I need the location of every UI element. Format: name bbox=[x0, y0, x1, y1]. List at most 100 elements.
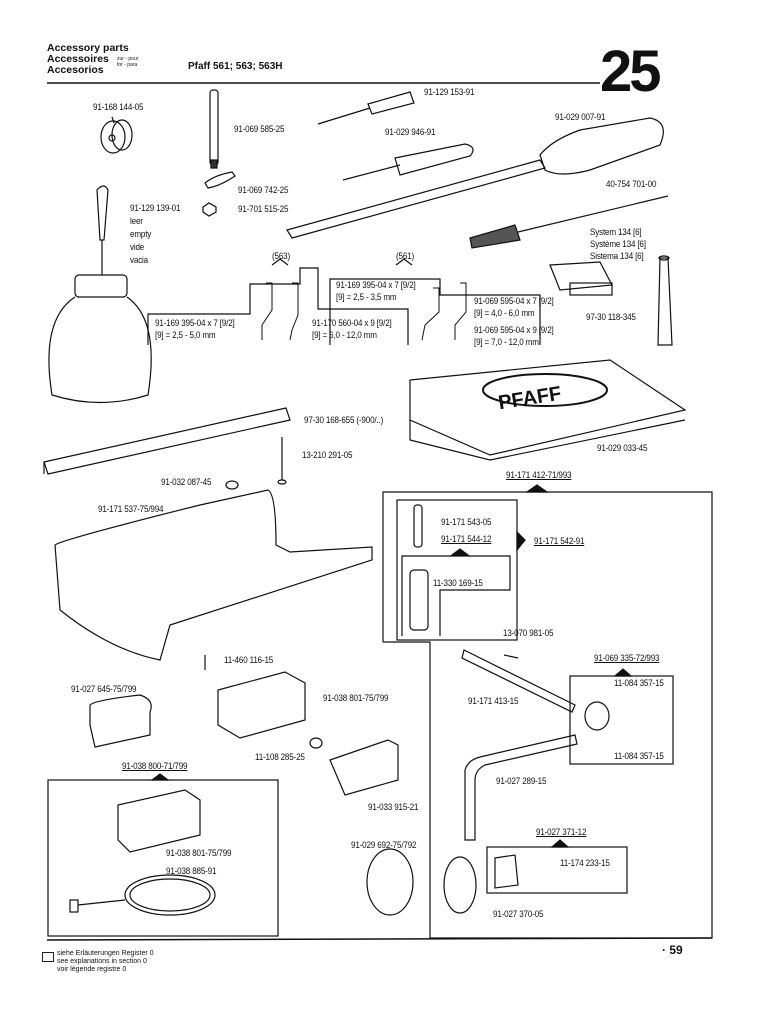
part-number: 11-460 116-15 bbox=[224, 655, 274, 666]
part-number: 91-033 915-21 bbox=[368, 802, 419, 813]
group-563-pointer bbox=[271, 258, 289, 266]
part-number: 91-171 543-05 bbox=[441, 517, 492, 528]
for-label: zur - pour for - para bbox=[117, 56, 138, 68]
part-number: 91-038 885-91 bbox=[166, 866, 217, 877]
part-number: 91-027 370-05 bbox=[493, 909, 544, 920]
part-number: 91-029 692-75/792 bbox=[351, 840, 417, 851]
brand-logo: PFAFF bbox=[497, 383, 563, 415]
part-number: 91-029 946-91 bbox=[385, 127, 436, 138]
bent-bar-drawing bbox=[464, 734, 578, 841]
part-number: 91-029 033-45 bbox=[597, 443, 648, 454]
nut-drawing bbox=[202, 202, 217, 217]
inner-sub-pointer bbox=[450, 548, 470, 556]
part-range: [9] = 4,0 - 6,0 mm bbox=[474, 308, 535, 319]
legend-line: siehe Erläuterungen Register 0 bbox=[57, 950, 154, 957]
pin-2-drawing bbox=[503, 654, 519, 659]
part-number: 91-168 144-05 bbox=[93, 102, 144, 113]
lever-drawing bbox=[204, 171, 236, 189]
brush-drawing bbox=[469, 195, 669, 249]
hemmer-feet-drawing bbox=[261, 282, 467, 341]
part-number: 91-029 007-91 bbox=[555, 112, 606, 123]
part-number: 91-169 395-04 x 7 [9/2] bbox=[336, 280, 416, 291]
needle-system: System 134 [6] bbox=[590, 227, 642, 238]
pin-drawing bbox=[277, 437, 287, 485]
strip-drawing bbox=[43, 407, 291, 475]
block-drawing bbox=[584, 701, 610, 731]
presser-part-drawing bbox=[409, 569, 429, 631]
holder-set-box bbox=[47, 779, 279, 937]
part-note: empty bbox=[130, 229, 152, 240]
part-number: 11-108 285-25 bbox=[255, 752, 305, 763]
spring-drawing bbox=[413, 504, 423, 548]
part-number: 91-069 742-25 bbox=[238, 185, 289, 196]
group-561-pointer bbox=[395, 258, 413, 266]
part-number: 91-032 087-45 bbox=[161, 477, 212, 488]
part-number: 97-30 168-655 (-900/..) bbox=[304, 415, 384, 426]
spindle-drawing bbox=[657, 255, 673, 346]
title-en: Accessory parts bbox=[47, 42, 129, 54]
part-number: 91-069 595-04 x 7 [9/2] bbox=[474, 296, 554, 307]
medium-screwdriver-drawing bbox=[342, 143, 474, 181]
page-number: · 59 bbox=[662, 943, 683, 957]
manual-book-drawing bbox=[409, 359, 687, 461]
part-range: [9] = 2,5 - 3,5 mm bbox=[336, 292, 397, 303]
title-fr: Accessoires bbox=[47, 53, 109, 65]
large-screwdriver-drawing bbox=[286, 117, 664, 239]
part-number: 91-027 645-75/799 bbox=[71, 684, 137, 695]
cover-drawing bbox=[89, 694, 152, 748]
group-label: (563) bbox=[272, 251, 291, 262]
hemmer-561-group-outline bbox=[329, 278, 541, 345]
block-set-pointer bbox=[613, 668, 633, 677]
section-number: 25 bbox=[600, 39, 661, 104]
part-number: 11-084 357-15 bbox=[614, 751, 664, 762]
part-number: 91-069 595-04 x 9 [9/2] bbox=[474, 325, 554, 336]
part-number: 91-170 560-04 x 9 [9/2] bbox=[312, 318, 392, 329]
part-number: 11-330 169-15 bbox=[433, 578, 483, 589]
bracket-drawing bbox=[494, 854, 519, 889]
needle-system: Système 134 [6] bbox=[590, 239, 646, 250]
hinge-drawing bbox=[329, 739, 399, 796]
part-note: vide bbox=[130, 242, 145, 253]
needle-system: Sistema 134 [6] bbox=[590, 251, 644, 262]
tray-drawing bbox=[54, 489, 373, 661]
holder-set-part-drawing bbox=[117, 789, 201, 853]
assembly-number: 91-171 412-71/993 bbox=[506, 470, 572, 481]
part-number: 40-754 701-00 bbox=[606, 179, 657, 190]
part-number: 97-30 118-345 bbox=[586, 312, 636, 323]
part-number: 13-070 981-05 bbox=[503, 628, 554, 639]
footer-legend: siehe Erläuterungen Register 0 see expla… bbox=[57, 950, 154, 974]
holder-set-pointer bbox=[150, 773, 170, 781]
small-screwdriver-drawing bbox=[317, 91, 415, 125]
part-number: 91-171 413-15 bbox=[468, 696, 519, 707]
assembly-number: 91-171 544-12 bbox=[441, 534, 492, 545]
inner-pointer bbox=[516, 530, 526, 552]
part-number: 91-129 153-91 bbox=[424, 87, 475, 98]
part-number: 91-169 395-04 x 7 [9/2] bbox=[155, 318, 235, 329]
assembly-number: 91-069 335-72/993 bbox=[594, 653, 660, 664]
footer-rule bbox=[46, 937, 713, 941]
assembly-number: 91-027 371-12 bbox=[536, 827, 587, 838]
part-note: leer bbox=[130, 216, 143, 227]
screw-2-drawing bbox=[309, 737, 323, 749]
part-number: 91-129 139-01 bbox=[130, 203, 181, 214]
assembly-number: 91-171 542-91 bbox=[534, 536, 585, 547]
legend-line: see explanations in section 0 bbox=[57, 958, 147, 965]
needle-pack-drawing bbox=[549, 261, 613, 296]
for-label-1: zur - pour bbox=[117, 56, 139, 62]
model-name: Pfaff 561; 563; 563H bbox=[188, 61, 283, 72]
foot-assembly-pointer bbox=[525, 484, 549, 493]
hemmer-563-group-outline bbox=[147, 267, 409, 345]
cable-drawing bbox=[69, 874, 216, 916]
assembly-number: 91-038 800-71/799 bbox=[122, 761, 188, 772]
part-number: 13-210 291-05 bbox=[302, 450, 353, 461]
bar-drawing bbox=[461, 649, 576, 713]
part-number: 91-038 801-75/799 bbox=[323, 693, 389, 704]
part-number: 91-069 585-25 bbox=[234, 124, 285, 135]
part-range: [9] = 6,0 - 12,0 mm bbox=[312, 330, 377, 341]
for-label-2: for - para bbox=[117, 62, 138, 68]
part-number: 91-038 801-75/799 bbox=[166, 848, 232, 859]
shaft-drawing bbox=[209, 89, 219, 169]
part-range: [9] = 2,5 - 5,0 mm bbox=[155, 330, 216, 341]
holder-drawing bbox=[217, 671, 306, 739]
